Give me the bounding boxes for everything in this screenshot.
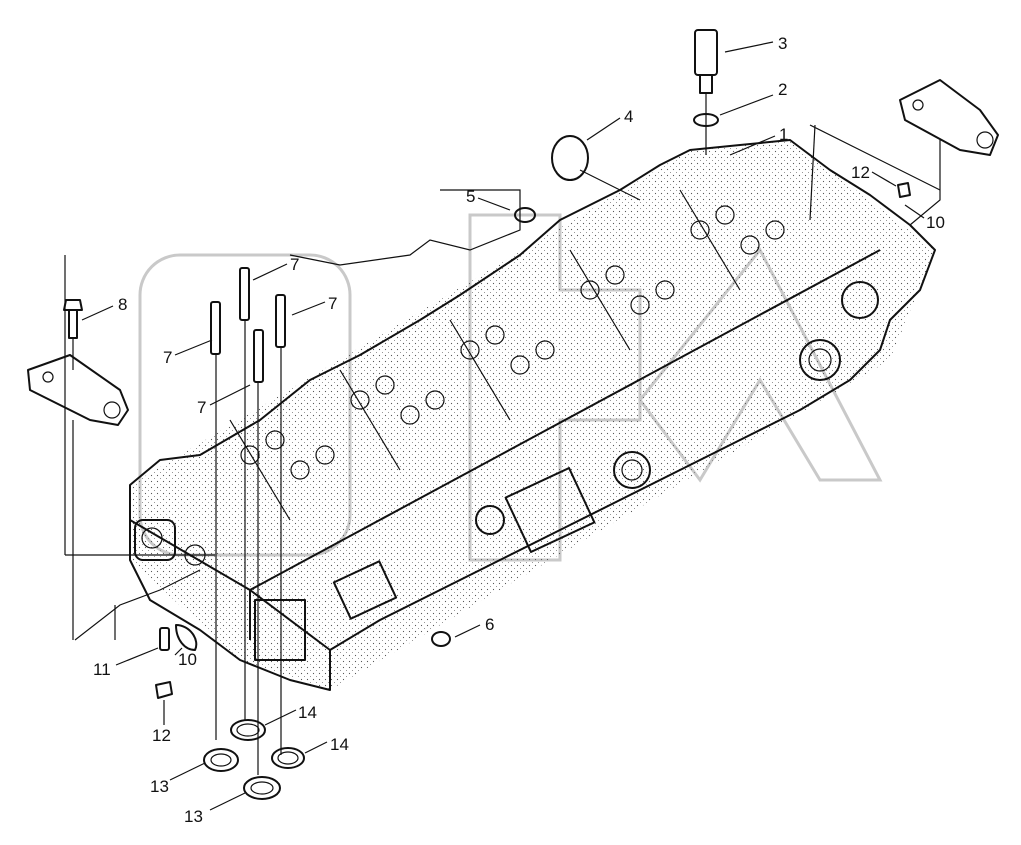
callout-7-a: 7: [290, 255, 299, 274]
callout-7-d: 7: [197, 398, 206, 417]
cylinder-head-body: [129, 139, 936, 691]
lifting-eye-left: [27, 354, 129, 640]
callout-10-right: 10: [926, 213, 945, 232]
callout-labels: 3 2 4 1 5 6 7 7 7 7 8 10 10 11 12 12 13 …: [93, 34, 945, 826]
callout-1: 1: [779, 125, 788, 144]
part-10-plug-left: [175, 624, 198, 651]
part-11-pin: [159, 627, 170, 651]
part-5-plug: [514, 207, 536, 223]
part-12-plug-left: [155, 681, 173, 699]
part-6-plug: [431, 631, 451, 647]
part-2-washer: [693, 113, 719, 127]
callout-4: 4: [624, 107, 633, 126]
callout-8: 8: [118, 295, 127, 314]
lifting-eye-right: [899, 79, 999, 156]
part-3-injector: [694, 29, 718, 155]
valve-bores: [240, 205, 785, 480]
callout-7-c: 7: [163, 348, 172, 367]
callout-11: 11: [93, 660, 111, 679]
callout-14-b: 14: [330, 735, 349, 754]
part-7-studs: [210, 267, 286, 775]
part-12-plug-right: [897, 182, 911, 198]
part-4-plug: [551, 135, 589, 181]
callout-3: 3: [778, 34, 787, 53]
callout-13-b: 13: [184, 807, 203, 826]
callout-6: 6: [485, 615, 494, 634]
callout-12-right: 12: [851, 163, 870, 182]
callout-2: 2: [778, 80, 787, 99]
assembly-lines: [64, 124, 941, 641]
callout-14-a: 14: [298, 703, 317, 722]
callout-5: 5: [466, 187, 475, 206]
part-8-bolt: [63, 299, 83, 370]
callout-13-a: 13: [150, 777, 169, 796]
callout-12-left: 12: [152, 726, 171, 745]
leader-lines: [81, 41, 925, 811]
callout-10-left: 10: [178, 650, 197, 669]
callout-7-b: 7: [328, 294, 337, 313]
seal-rings: [203, 719, 305, 800]
